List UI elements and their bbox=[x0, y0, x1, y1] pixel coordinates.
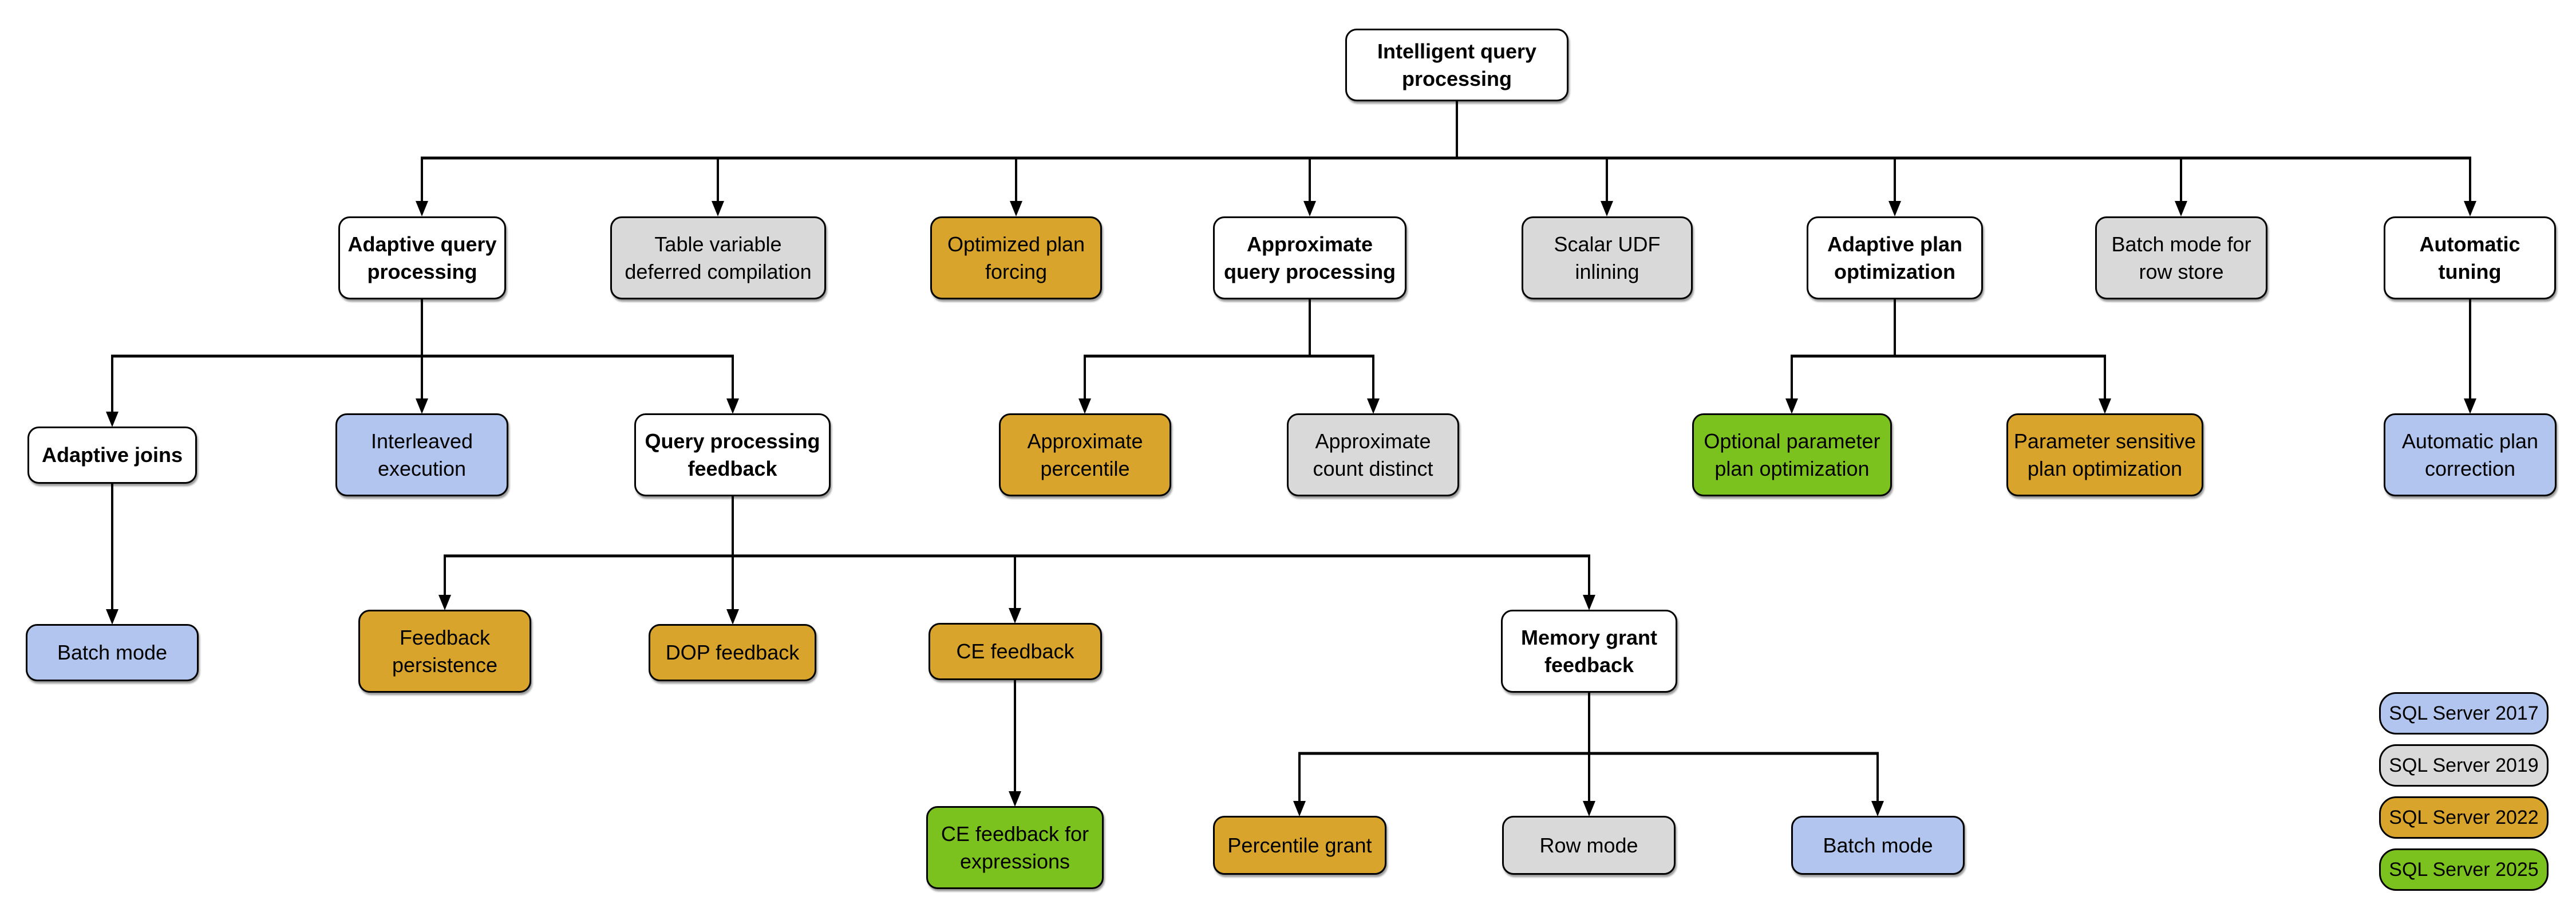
node-automatic-plan-correction: Automatic plan correction bbox=[2384, 413, 2557, 496]
legend-item-sql-server-2025: SQL Server 2025 bbox=[2379, 848, 2549, 891]
node-query-processing-feedback: Query processing feedback bbox=[634, 413, 831, 496]
node-optional-parameter-plan-optimization: Optional parameter plan optimization bbox=[1692, 413, 1892, 496]
node-ce-feedback-for-expressions: CE feedback for expressions bbox=[926, 806, 1104, 889]
node-approximate-percentile: Approximate percentile bbox=[999, 413, 1171, 496]
node-batch-mode-for-row-store: Batch mode for row store bbox=[2095, 216, 2267, 299]
node-adaptive-plan-optimization: Adaptive plan optimization bbox=[1807, 216, 1983, 299]
node-adaptive-query-processing: Adaptive query processing bbox=[338, 216, 506, 299]
node-batch-mode-adaptive-joins: Batch mode bbox=[26, 624, 199, 681]
node-intelligent-query-processing: Intelligent query processing bbox=[1345, 29, 1568, 101]
legend-item-sql-server-2019: SQL Server 2019 bbox=[2379, 744, 2549, 787]
node-dop-feedback: DOP feedback bbox=[649, 624, 816, 681]
legend-item-sql-server-2017: SQL Server 2017 bbox=[2379, 692, 2549, 735]
node-adaptive-joins: Adaptive joins bbox=[27, 427, 197, 484]
node-parameter-sensitive-plan-optimization: Parameter sensitive plan optimization bbox=[2006, 413, 2203, 496]
node-scalar-udf-inlining: Scalar UDF inlining bbox=[1522, 216, 1693, 299]
node-batch-mode-memory-grant: Batch mode bbox=[1791, 816, 1965, 875]
node-percentile-grant: Percentile grant bbox=[1213, 816, 1386, 875]
node-table-variable-deferred-compilation: Table variable deferred compilation bbox=[610, 216, 826, 299]
node-memory-grant-feedback: Memory grant feedback bbox=[1501, 610, 1677, 693]
node-approximate-query-processing: Approximate query processing bbox=[1213, 216, 1406, 299]
node-interleaved-execution: Interleaved execution bbox=[335, 413, 508, 496]
node-row-mode: Row mode bbox=[1502, 816, 1676, 875]
node-ce-feedback: CE feedback bbox=[929, 623, 1102, 680]
node-optimized-plan-forcing: Optimized plan forcing bbox=[930, 216, 1102, 299]
node-feedback-persistence: Feedback persistence bbox=[358, 610, 531, 693]
node-approximate-count-distinct: Approximate count distinct bbox=[1287, 413, 1459, 496]
legend-item-sql-server-2022: SQL Server 2022 bbox=[2379, 796, 2549, 839]
node-automatic-tuning: Automatic tuning bbox=[2384, 216, 2556, 299]
